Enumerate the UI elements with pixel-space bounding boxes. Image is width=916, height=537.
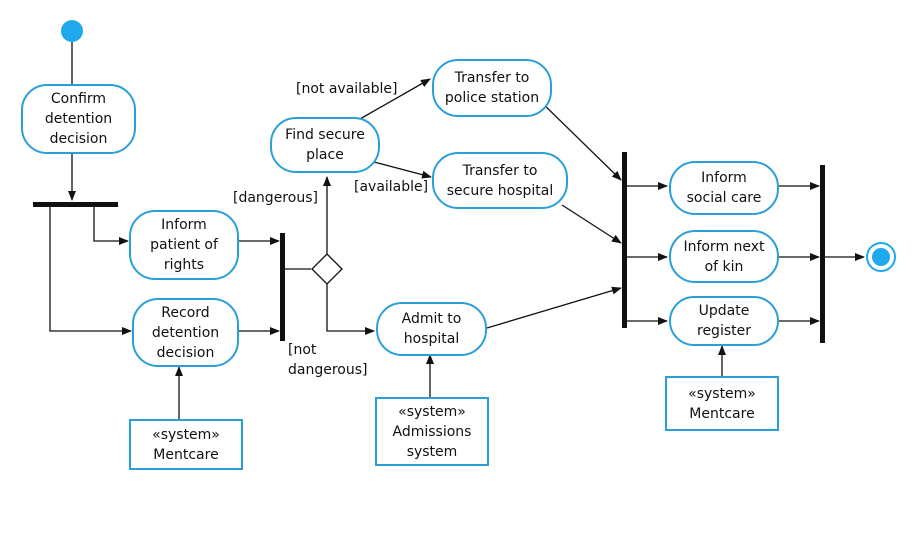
join-bar-3 — [820, 165, 825, 343]
activity-inform-rights: Inform patient of rights — [129, 210, 239, 280]
edge-fork-record — [49, 207, 132, 335]
activity-admit-hospital: Admit to hospital — [376, 302, 487, 356]
system-mentcare-right: «system» Mentcare — [665, 376, 779, 431]
activity-find-secure-place: Find secure place — [270, 117, 380, 173]
guard-not-dangerous: [not dangerous] — [288, 342, 368, 378]
activity-inform-next-of-kin: Inform next of kin — [669, 230, 779, 283]
guard-not-available: [not available] — [296, 81, 398, 97]
fork-bar-1 — [33, 202, 118, 207]
edge-find-secure-police — [359, 78, 431, 120]
edge-find-secure-secure-hospital — [373, 161, 432, 179]
final-node — [866, 242, 896, 272]
activity-update-register: Update register — [669, 296, 779, 346]
join-bar-1 — [280, 233, 285, 341]
final-node-inner — [872, 248, 890, 266]
activity-transfer-police: Transfer to police station — [432, 59, 552, 117]
guard-available: [available] — [354, 179, 429, 195]
activity-record-detention: Record detention decision — [132, 298, 239, 367]
edge-decision-admit — [326, 284, 375, 335]
initial-node — [61, 20, 83, 42]
edge-police-join — [534, 95, 622, 181]
system-mentcare-left: «system» Mentcare — [129, 419, 243, 470]
edge-fork-inform-rights — [93, 207, 129, 245]
activity-inform-social-care: Inform social care — [669, 161, 779, 215]
edge-admit-join — [486, 286, 622, 329]
join-bar-2 — [622, 152, 627, 328]
decision-diamond — [311, 253, 343, 285]
activity-confirm-detention: Confirm detention decision — [21, 84, 136, 154]
edge-secure-hospital-join — [561, 204, 622, 244]
system-admissions: «system» Admissions system — [375, 397, 489, 466]
guard-dangerous: [dangerous] — [233, 190, 318, 206]
activity-transfer-secure-hospital: Transfer to secure hospital — [432, 152, 568, 209]
